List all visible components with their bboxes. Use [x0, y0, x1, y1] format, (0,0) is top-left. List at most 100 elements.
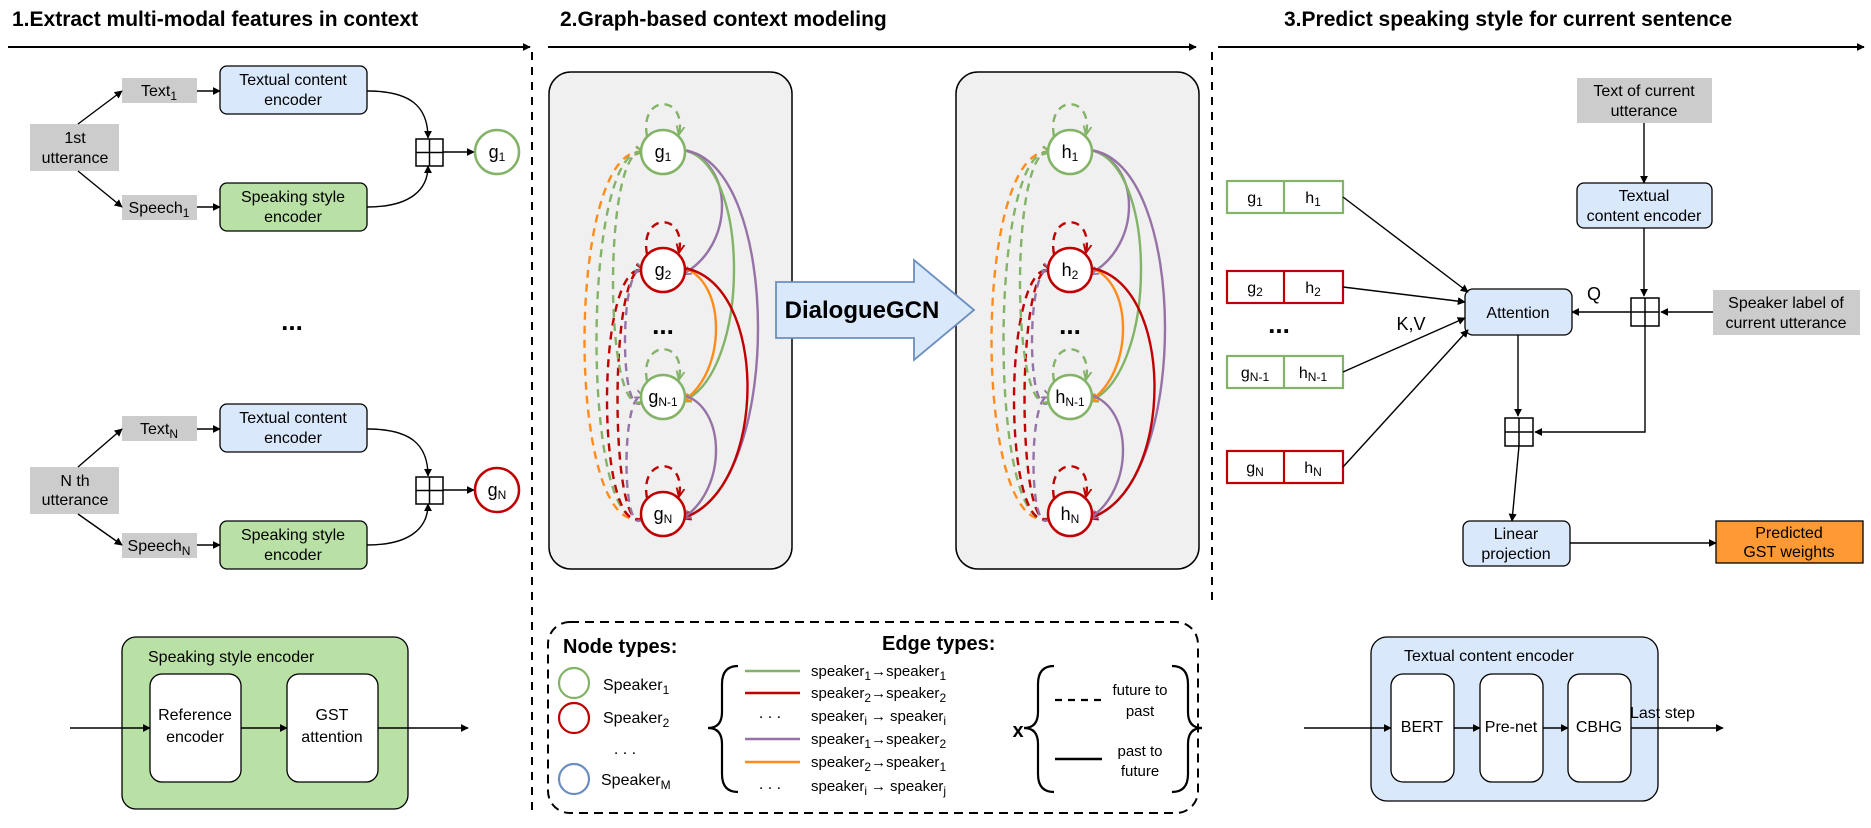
left-graph-node-3 [639, 373, 687, 421]
svg-text:. . .: . . . [614, 741, 636, 758]
svg-text:current utterance: current utterance [1726, 315, 1847, 332]
graph-legend: Node types: Edge types: Speaker1 Speaker… [547, 621, 1203, 814]
textual-content-encoder-legend: Textual content encoder BERT Pre-net CBH… [1304, 636, 1724, 802]
speaking-style-encoder-legend: Speaking style encoder Reference encoder… [70, 636, 469, 810]
svg-text:Speaking style: Speaking style [241, 527, 345, 544]
right-graph-backward-edge [1030, 270, 1050, 405]
gst-attention-box [286, 673, 379, 783]
svg-text:utterance: utterance [1611, 103, 1678, 120]
section1-title: 1.Extract multi-modal features in contex… [12, 8, 418, 31]
left-graph-backward-edge [605, 270, 643, 521]
svg-text:Text of current: Text of current [1593, 83, 1695, 100]
svg-text:Textual content: Textual content [239, 72, 347, 89]
right-graph-forward-edge [1090, 266, 1156, 518]
svg-text:Reference: Reference [158, 707, 232, 724]
svg-text:h2: h2 [1305, 280, 1321, 299]
edge-types-brace [707, 664, 739, 794]
svg-text:Speaker2: Speaker2 [603, 710, 670, 730]
svg-text:past: past [1126, 703, 1155, 720]
right-graph-node-label: hN [1061, 504, 1080, 526]
speechN-box [122, 533, 197, 558]
dialoguegcn-arrow [775, 258, 976, 362]
edge-label-3: speakeri→speakeri [811, 708, 946, 728]
text-encoder-box-N [219, 403, 368, 453]
svg-text:Speaker label of: Speaker label of [1728, 295, 1844, 312]
svg-text:gN-1: gN-1 [1241, 365, 1270, 384]
svg-text:encoder: encoder [166, 729, 224, 746]
svg-text:encoder: encoder [264, 209, 322, 226]
svg-text:GST: GST [316, 707, 349, 724]
svg-text:Speaking style: Speaking style [241, 189, 345, 206]
g1-node [473, 128, 521, 176]
svg-text:Speaker1: Speaker1 [603, 677, 670, 697]
svg-text:encoder: encoder [264, 547, 322, 564]
edge-label-2: speaker2→speaker2 [811, 685, 946, 705]
reference-encoder-box [149, 673, 242, 783]
svg-text:1st: 1st [64, 130, 86, 147]
edge-label-1: speaker1→speaker1 [811, 663, 946, 683]
svg-text:BERT: BERT [1401, 719, 1444, 736]
svg-text:Textual: Textual [1619, 188, 1670, 205]
speechN-label: SpeechN [128, 538, 191, 558]
text-encoder-box-1 [219, 65, 368, 115]
svg-text:encoder: encoder [264, 430, 322, 447]
right-graph-backward-edge [1032, 397, 1051, 523]
svg-text:CBHG: CBHG [1576, 719, 1622, 736]
svg-text:h1: h1 [1305, 190, 1321, 209]
text1-label: Text1 [141, 83, 177, 103]
edge-label-4: speaker1→speaker2 [811, 731, 946, 751]
svg-text:Attention: Attention [1486, 305, 1549, 322]
right-graph-forward-edge [1090, 393, 1125, 518]
edge-types-title: Edge types: [882, 633, 995, 655]
gN-node [473, 466, 521, 514]
svg-text:g1: g1 [489, 142, 506, 164]
left-graph-node-label: g2 [655, 260, 672, 282]
svg-text:past to: past to [1117, 743, 1162, 760]
svg-text:gN: gN [1246, 460, 1264, 479]
gh-pair-2: g2 h2 [1225, 269, 1345, 305]
right-graph-node-label: hN-1 [1055, 387, 1085, 409]
left-graph-backward-edge [583, 152, 644, 521]
svg-text:encoder: encoder [264, 92, 322, 109]
svg-text:Textual content encoder: Textual content encoder [1404, 648, 1575, 665]
first-utterance-box [30, 124, 119, 171]
speaker1-legend-node [557, 666, 591, 700]
text-current-box [1577, 78, 1712, 123]
svg-text:Linear: Linear [1494, 526, 1539, 543]
right-graph-backward-edge [1018, 152, 1050, 404]
right-graph-backward-edge [1012, 270, 1050, 521]
left-context-graph: g1g2gN-1gN... [583, 103, 760, 538]
left-graph-node-1 [639, 128, 687, 176]
speech1-box [122, 195, 197, 220]
textN-label: TextN [140, 421, 178, 441]
kv-label: K,V [1396, 314, 1425, 334]
right-graph-ellipsis: ... [1059, 310, 1081, 340]
svg-text:future: future [1121, 763, 1159, 780]
left-graph-node-4 [639, 490, 687, 538]
right-context-graph: h1 h2 hN-1 hN... [990, 103, 1167, 538]
gh-pair-1: g1 h1 [1225, 179, 1345, 215]
gh-pair-N-1: gN-1 hN-1 [1225, 354, 1345, 390]
textN-box [122, 416, 197, 441]
speaker-label-box [1713, 290, 1860, 335]
svg-text:g2: g2 [1247, 280, 1263, 299]
dialoguegcn-label: DialogueGCN [785, 297, 940, 324]
nth-utterance-box [30, 467, 119, 514]
right-graph-node-2 [1046, 246, 1094, 294]
speech1-label: Speech1 [129, 200, 190, 220]
svg-text:utterance: utterance [42, 492, 109, 509]
svg-text:Textual content: Textual content [239, 410, 347, 427]
svg-text:future to: future to [1112, 682, 1167, 699]
speaker2-legend-node [557, 701, 591, 735]
right-graph-forward-edge [1090, 148, 1143, 401]
pairs-ellipsis: ... [1268, 309, 1290, 339]
svg-text:content encoder: content encoder [1587, 208, 1702, 225]
svg-text:Predicted: Predicted [1755, 525, 1823, 542]
right-graph-node-label: h1 [1062, 142, 1079, 164]
svg-text:hN: hN [1304, 460, 1322, 479]
svg-text:projection: projection [1481, 546, 1550, 563]
right-graph-node-label: h2 [1062, 260, 1079, 282]
svg-text:utterance: utterance [42, 150, 109, 167]
section2-title: 2.Graph-based context modeling [560, 8, 887, 31]
